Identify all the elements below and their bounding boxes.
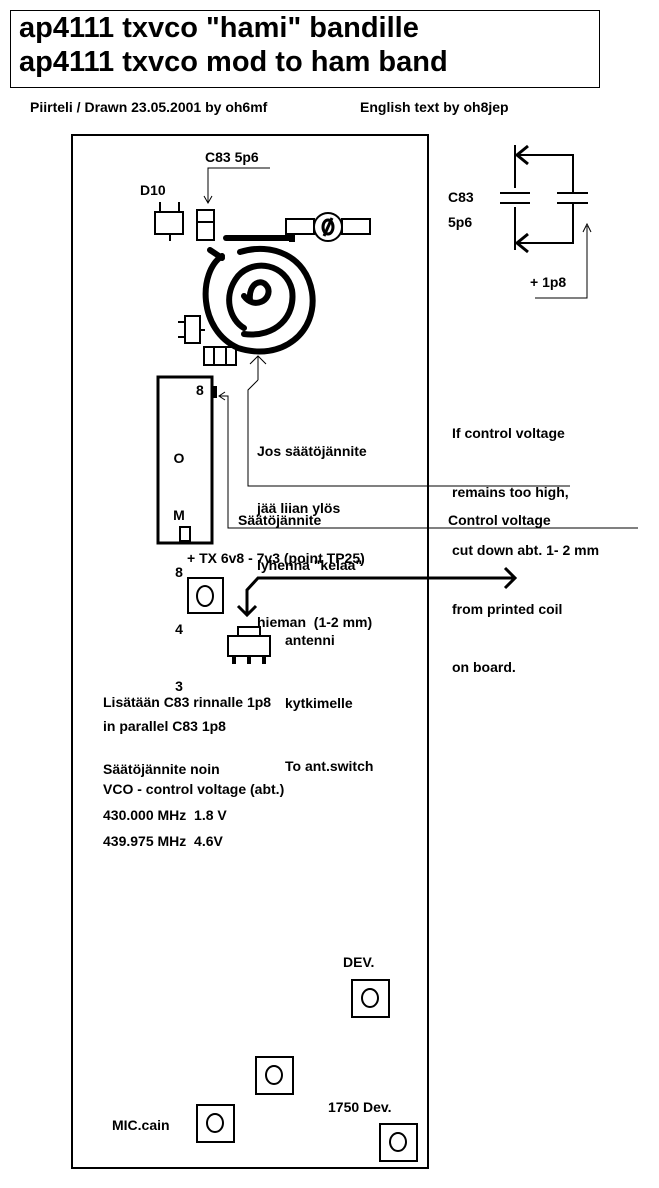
cap-added-label: + 1p8 [530,274,567,290]
trimmer-icon [285,212,371,242]
note-line: Jos säätöjännite [257,443,367,459]
note-line: hieman (1-2 mm) [257,614,373,630]
printed-coil-icon [202,235,316,355]
note-english: If control voltage remains too high, cut… [452,385,599,717]
instr-cv-en: VCO - control voltage (abt.) [103,781,285,797]
d10-label: D10 [140,182,166,198]
ic-letter: 8 [175,564,183,580]
pot-1750-dev [379,1123,418,1162]
coil-note-line [247,379,570,487]
c83-pointer [207,167,270,202]
note-line: on board. [452,659,516,675]
ic-letter: O [173,450,185,466]
tx-label: + TX 6v8 - 7v3 (point TP25) [187,550,365,566]
parallel-capacitor-diagram [500,144,592,299]
capacitor-c83 [196,209,215,241]
antenna-line: antenni [285,632,335,648]
ic-om843 [156,375,214,545]
tp25-pad [187,577,224,614]
ic-label: O M 8 4 3 [172,411,186,734]
ic-letter: 4 [175,621,183,637]
antenna-line: kytkimelle [285,695,353,711]
pot-mic-gain [196,1104,235,1143]
dev-label: DEV. [343,954,375,970]
pot-middle [255,1056,294,1095]
resistor-array [203,346,237,366]
note-line: from printed coil [452,600,563,617]
note-line: jää liian ylös [257,500,341,516]
title-line-1: ap4111 txvco "hami" bandille [19,12,419,44]
cap-c83-label: C83 [448,189,474,205]
freq-1: 430.000 MHz 1.8 V [103,807,227,823]
instr-add-en: in parallel C83 1p8 [103,718,226,734]
control-voltage-fi: Säätöjännite [238,512,322,528]
control-voltage-line [220,395,638,529]
instr-add-fi: Lisätään C83 rinnalle 1p8 [103,694,272,710]
control-voltage-en: Control voltage [448,512,551,528]
antenna-label: antenni kytkimelle To ant.switch [285,588,373,819]
instr-cv-fi: Säätöjännite noin [103,761,220,777]
pcb-outline [71,134,429,1169]
ic-letter: M [173,507,185,523]
antenna-arrow [245,576,515,615]
note-line: remains too high, [452,483,569,500]
note-finnish: Jos säätöjännite jää liian ylös lyhennä … [257,404,372,670]
freq-2: 439.975 MHz 4.6V [103,833,223,849]
note-line: If control voltage [452,425,565,441]
note-line: cut down abt. 1- 2 mm [452,542,600,558]
cap-value-label: 5p6 [448,214,473,230]
title-box: ap4111 txvco "hami" bandille ap4111 txvc… [10,10,600,88]
diode-d10 [154,202,184,241]
credit-drawn: Piirteli / Drawn 23.05.2001 by oh6mf [30,99,268,115]
note-line: lyhennä "kelaa" [257,557,363,573]
c83-label: C83 5p6 [205,149,259,165]
mic-gain-label: MIC.cain [112,1117,170,1133]
dev1750-label: 1750 Dev. [328,1099,392,1115]
ic-letter: 3 [175,678,183,694]
pot-dev [351,979,390,1018]
title-line-2: ap4111 txvco mod to ham band [19,46,448,78]
antenna-line: To ant.switch [285,758,374,774]
transistor-icon [227,626,271,664]
pin8-label: 8 [196,382,204,398]
credit-english: English text by oh8jep [360,99,509,115]
